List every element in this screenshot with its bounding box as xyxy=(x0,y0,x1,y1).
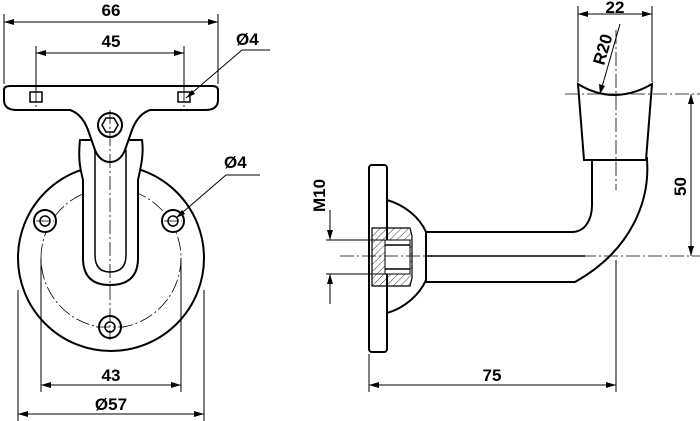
dim-label-plate-hole: Ø4 xyxy=(236,30,259,49)
dim-label-rosette-dia: Ø57 xyxy=(95,395,127,414)
dim-label-height: 50 xyxy=(671,177,690,196)
side-center-lines xyxy=(340,30,700,257)
front-center-lines xyxy=(35,88,185,340)
dim-label-saddle-radius: R20 xyxy=(590,32,617,67)
dim-label-saddle-width: 22 xyxy=(606,0,625,17)
threaded-insert-section xyxy=(371,227,413,287)
dim-45: 45 xyxy=(35,32,185,90)
dim-r20: R20 xyxy=(590,23,621,95)
dim-66: 66 xyxy=(3,1,219,84)
dim-label-bolt-circle: 43 xyxy=(102,366,121,385)
dim-57: Ø57 xyxy=(17,290,205,421)
dim-50: 50 xyxy=(671,94,694,256)
handrail-saddle xyxy=(576,82,654,161)
dim-label-thread: M10 xyxy=(310,179,329,212)
dim-label-rosette-hole: Ø4 xyxy=(224,153,247,172)
side-view: 22 R20 M10 50 xyxy=(310,0,700,392)
dim-22: 22 xyxy=(577,0,653,82)
front-view: 66 45 Ø4 Ø4 xyxy=(3,1,270,421)
dim-43: 43 xyxy=(40,258,182,392)
dim-m10: M10 xyxy=(310,179,385,304)
leader-plate-hole: Ø4 xyxy=(185,30,270,99)
dim-label-projection: 75 xyxy=(483,366,502,385)
dim-label-hole-spacing: 45 xyxy=(102,32,121,51)
leader-rosette-hole: Ø4 xyxy=(175,153,260,219)
dim-75: 75 xyxy=(368,260,617,392)
dim-label-plate-width: 66 xyxy=(102,1,121,20)
bracket-arm xyxy=(425,157,649,283)
